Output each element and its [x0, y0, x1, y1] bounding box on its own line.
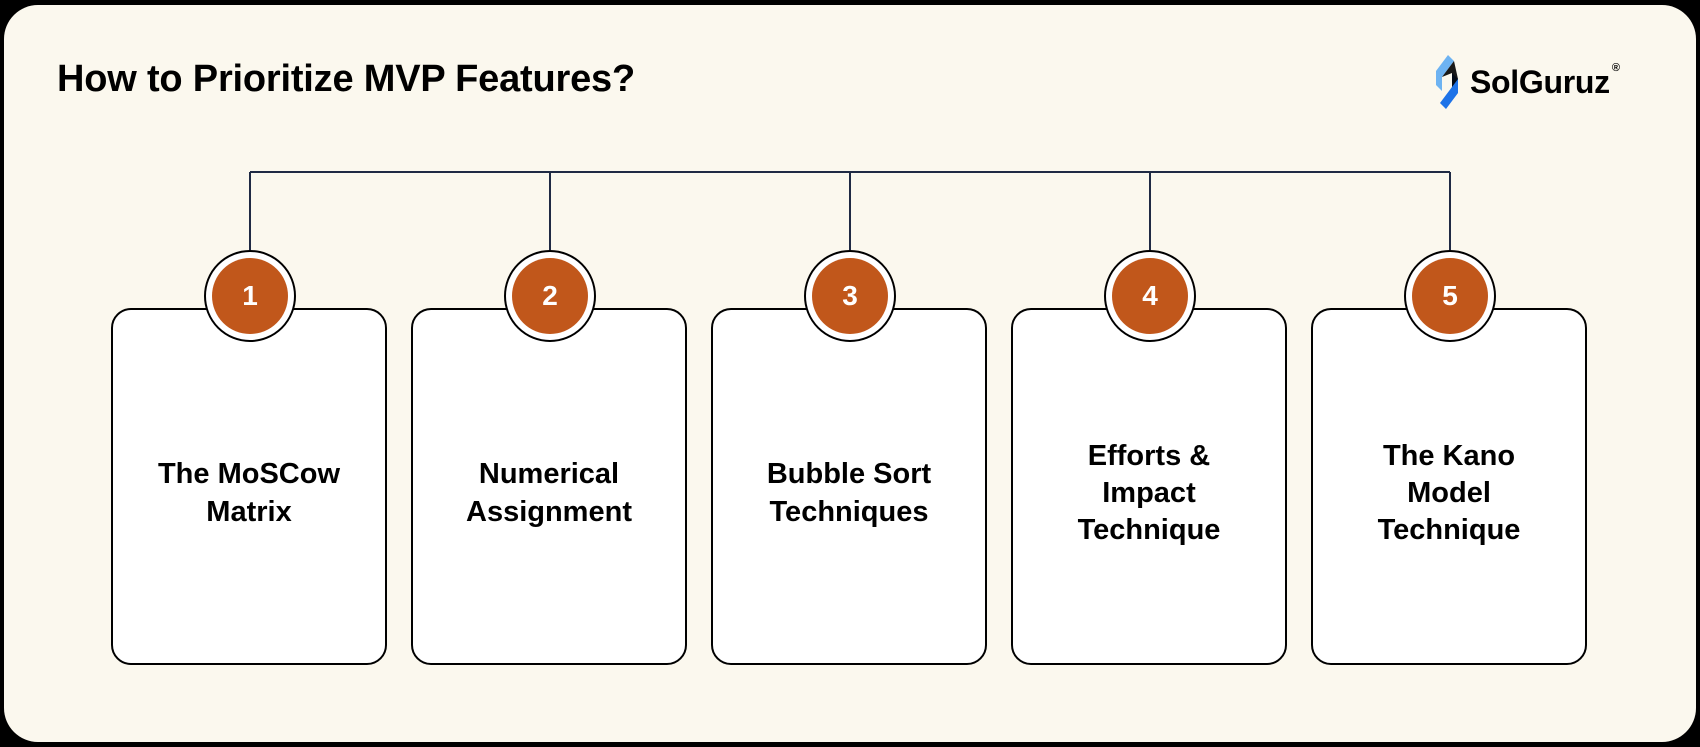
step-label: Bubble Sort Techniques — [766, 458, 932, 528]
step-badge-5: 5 — [1404, 250, 1496, 342]
step-number: 1 — [212, 258, 288, 334]
step-card-2: Numerical Assignment — [411, 308, 687, 665]
step-label: Efforts & Impact Technique — [1077, 439, 1221, 547]
step-badge-2: 2 — [504, 250, 596, 342]
logo-mark-icon — [1436, 55, 1458, 109]
step-badge-1: 1 — [204, 250, 296, 342]
step-number: 4 — [1112, 258, 1188, 334]
step-label: The Kano Model Technique — [1377, 439, 1521, 547]
step-number: 3 — [812, 258, 888, 334]
step-card-4: Efforts & Impact Technique — [1011, 308, 1287, 665]
step-label: Numerical Assignment — [466, 458, 632, 528]
page-title: How to Prioritize MVP Features? — [57, 58, 635, 100]
step-number: 2 — [512, 258, 588, 334]
step-label: The MoSCow Matrix — [157, 458, 341, 528]
step-card-3: Bubble Sort Techniques — [711, 308, 987, 665]
registered-mark: ® — [1611, 62, 1620, 74]
logo-wordmark: SolGuruz — [1470, 63, 1610, 100]
step-card-1: The MoSCow Matrix — [111, 308, 387, 665]
step-card-5: The Kano Model Technique — [1311, 308, 1587, 665]
step-number: 5 — [1412, 258, 1488, 334]
step-badge-3: 3 — [804, 250, 896, 342]
brand-logo: SolGuruz ® — [1428, 52, 1656, 112]
step-badge-4: 4 — [1104, 250, 1196, 342]
